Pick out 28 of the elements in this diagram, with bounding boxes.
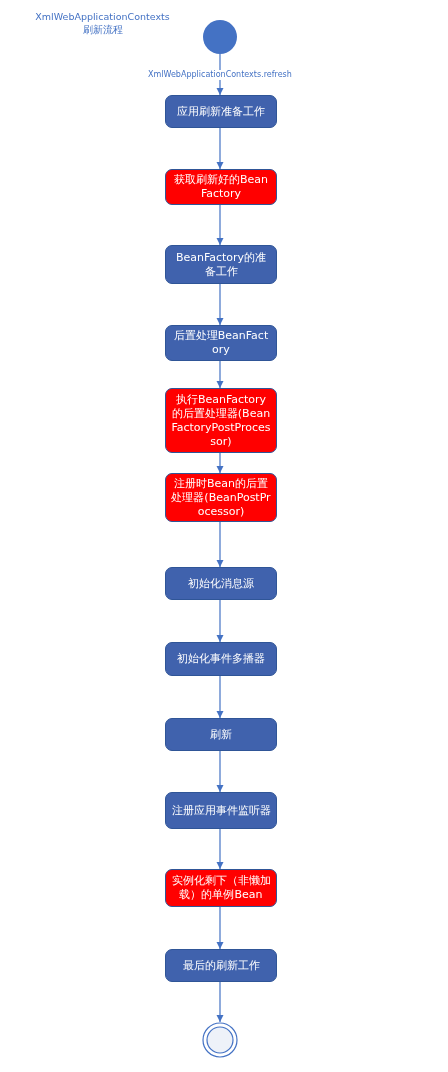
process-box: 执行BeanFactory的后置处理器(BeanFactoryPostProcessor) (165, 388, 277, 453)
process-box: 实例化剩下（非懒加载）的单例Bean (165, 869, 277, 907)
arrow (216, 452, 224, 474)
process-box: 初始化事件多播器 (165, 642, 277, 676)
arrow (216, 283, 224, 326)
diagram-title: XmlWebApplicationContexts 刷新流程 (34, 10, 171, 36)
process-box: 最后的刷新工作 (165, 949, 277, 982)
arrow (216, 521, 224, 568)
process-box: 注册应用事件监听器 (165, 792, 277, 829)
arrow (216, 204, 224, 246)
end-node (202, 1022, 238, 1058)
arrow (216, 360, 224, 389)
process-box: 刷新 (165, 718, 277, 751)
arrow (216, 750, 224, 793)
arrow (216, 127, 224, 170)
arrow (216, 981, 224, 1023)
process-box: 后置处理BeanFactory (165, 325, 277, 361)
process-box: 初始化消息源 (165, 567, 277, 600)
process-box: BeanFactory的准备工作 (165, 245, 277, 284)
start-node (203, 20, 237, 54)
edge-label: XmlWebApplicationContexts.refresh (147, 69, 293, 80)
arrow (216, 906, 224, 950)
arrow (216, 675, 224, 719)
arrow (216, 599, 224, 643)
process-box: 应用刷新准备工作 (165, 95, 277, 128)
process-box: 注册时Bean的后置处理器(BeanPostProcessor) (165, 473, 277, 522)
arrow (216, 828, 224, 870)
process-box: 获取刷新好的BeanFactory (165, 169, 277, 205)
